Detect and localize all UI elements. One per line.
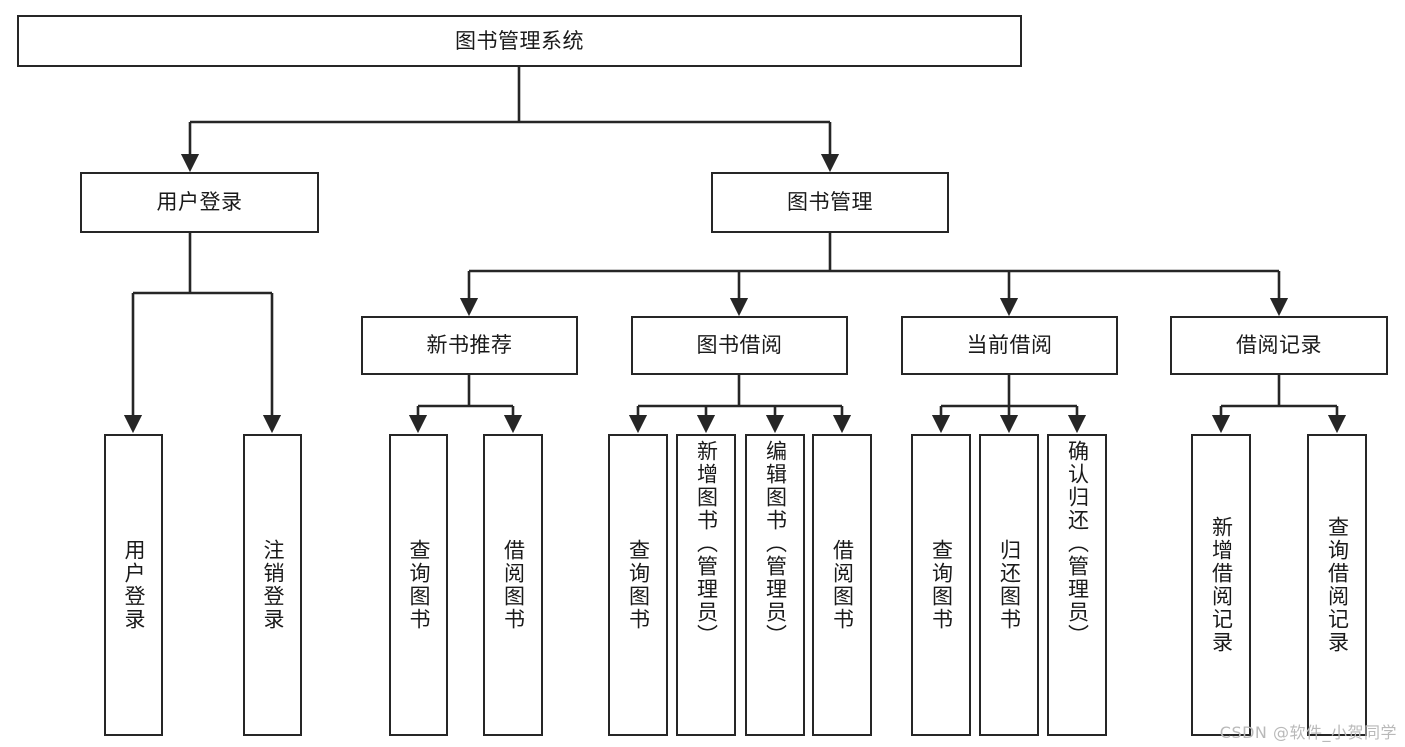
node-leaf-query-book-recommend[interactable]: 查询图书 bbox=[389, 434, 448, 736]
node-label: 图书管理 bbox=[787, 190, 873, 215]
node-label: 归还图书 bbox=[997, 539, 1022, 631]
leaf-text-wrap: 查询图书 bbox=[407, 436, 431, 734]
node-leaf-add-borrow-record[interactable]: 新增借阅记录 bbox=[1191, 434, 1251, 736]
leaf-text-wrap: 借阅图书 bbox=[830, 436, 855, 734]
node-label: 用户登录 bbox=[156, 190, 243, 215]
leaf-text-wrap: 编辑图书（管理员） bbox=[763, 436, 788, 734]
node-leaf-query-book-borrow[interactable]: 查询图书 bbox=[608, 434, 668, 736]
node-leaf-add-book[interactable]: 新增图书（管理员） bbox=[676, 434, 736, 736]
node-book-management-system[interactable]: 图书管理系统 bbox=[17, 15, 1022, 67]
leaf-text-wrap: 新增借阅记录 bbox=[1209, 436, 1234, 734]
node-leaf-edit-book[interactable]: 编辑图书（管理员） bbox=[745, 434, 805, 736]
node-label: 借阅图书 bbox=[501, 539, 526, 631]
node-leaf-return-book[interactable]: 归还图书 bbox=[979, 434, 1039, 736]
leaf-text-wrap: 查询图书 bbox=[626, 436, 651, 734]
node-leaf-logout[interactable]: 注销登录 bbox=[243, 434, 302, 736]
node-label: 用户登录 bbox=[122, 539, 146, 631]
leaf-text-wrap: 归还图书 bbox=[997, 436, 1022, 734]
node-leaf-confirm-return[interactable]: 确认归还（管理员） bbox=[1047, 434, 1107, 736]
node-current-borrow[interactable]: 当前借阅 bbox=[901, 316, 1118, 375]
node-label: 编辑图书（管理员） bbox=[763, 440, 788, 647]
node-leaf-borrow-book-recommend[interactable]: 借阅图书 bbox=[483, 434, 543, 736]
node-label: 当前借阅 bbox=[966, 333, 1053, 358]
node-leaf-user-login[interactable]: 用户登录 bbox=[104, 434, 163, 736]
node-new-book-recommend[interactable]: 新书推荐 bbox=[361, 316, 578, 375]
leaf-text-wrap: 确认归还（管理员） bbox=[1065, 436, 1090, 734]
node-leaf-borrow-book[interactable]: 借阅图书 bbox=[812, 434, 872, 736]
leaf-text-wrap: 用户登录 bbox=[122, 436, 146, 734]
node-label: 查询图书 bbox=[407, 539, 431, 631]
node-user-login[interactable]: 用户登录 bbox=[80, 172, 319, 233]
node-label: 注销登录 bbox=[261, 539, 285, 631]
node-label: 图书管理系统 bbox=[455, 28, 584, 53]
node-leaf-query-book-current[interactable]: 查询图书 bbox=[911, 434, 971, 736]
leaf-text-wrap: 查询借阅记录 bbox=[1325, 436, 1350, 734]
node-label: 新书推荐 bbox=[426, 333, 513, 358]
node-label: 新增图书（管理员） bbox=[694, 440, 719, 647]
node-borrow-record[interactable]: 借阅记录 bbox=[1170, 316, 1388, 375]
node-book-manage[interactable]: 图书管理 bbox=[711, 172, 949, 233]
node-label: 图书借阅 bbox=[696, 333, 783, 358]
leaf-text-wrap: 查询图书 bbox=[929, 436, 954, 734]
node-label: 查询图书 bbox=[929, 539, 954, 631]
node-label: 查询借阅记录 bbox=[1325, 516, 1350, 654]
node-label: 新增借阅记录 bbox=[1209, 516, 1234, 654]
node-label: 确认归还（管理员） bbox=[1065, 440, 1090, 647]
leaf-text-wrap: 注销登录 bbox=[261, 436, 285, 734]
node-book-borrow[interactable]: 图书借阅 bbox=[631, 316, 848, 375]
node-label: 查询图书 bbox=[626, 539, 651, 631]
node-label: 借阅记录 bbox=[1236, 333, 1322, 358]
node-label: 借阅图书 bbox=[830, 539, 855, 631]
leaf-text-wrap: 借阅图书 bbox=[501, 436, 526, 734]
node-leaf-query-borrow-record[interactable]: 查询借阅记录 bbox=[1307, 434, 1367, 736]
leaf-text-wrap: 新增图书（管理员） bbox=[694, 436, 719, 734]
